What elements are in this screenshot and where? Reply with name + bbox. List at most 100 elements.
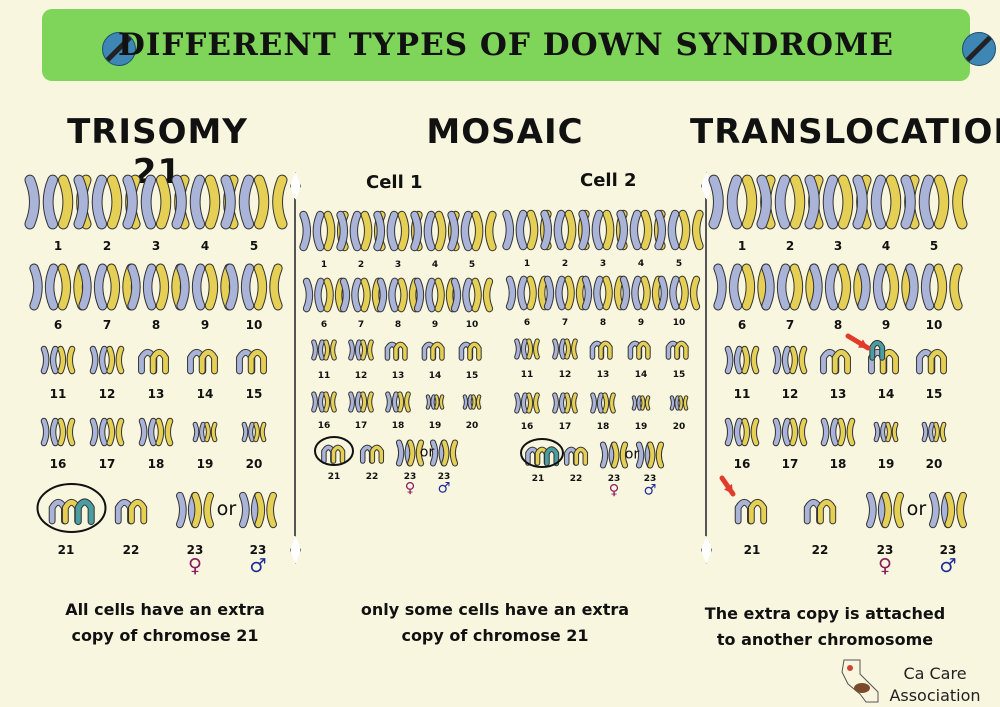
trisomy-number-13: 13 xyxy=(148,387,165,401)
translocation-number-15: 15 xyxy=(926,387,943,401)
trisomy-number-20: 20 xyxy=(246,457,263,471)
logo-line1: Ca Care xyxy=(903,664,967,683)
trisomy-chromosome-14 xyxy=(187,348,218,375)
mosaic-cell1-or-label: or xyxy=(420,445,435,461)
trisomy-or-label: or xyxy=(217,497,237,520)
mosaic-cell1-number-23-female: 23 xyxy=(404,472,417,482)
mosaic-cell1-number-6: 6 xyxy=(321,320,327,330)
trisomy-male-symbol: ♂ xyxy=(249,554,266,577)
mosaic-cell1-chromosome-16 xyxy=(311,391,337,413)
trisomy-chromosome-23-male xyxy=(239,491,277,529)
mosaic-cell1-number-9: 9 xyxy=(432,320,438,330)
translocation-chromosome-6 xyxy=(713,263,771,311)
trisomy-number-3: 3 xyxy=(152,239,160,253)
mosaic-cell1-chromosome-6 xyxy=(302,277,346,313)
mosaic-description: only some cells have an extra copy of ch… xyxy=(330,597,660,649)
translocation-chromosome-15 xyxy=(916,348,947,375)
trisomy-number-8: 8 xyxy=(152,318,160,332)
mosaic-cell1-number-2: 2 xyxy=(358,260,364,270)
mosaic-cell2-number-5: 5 xyxy=(676,259,682,269)
mosaic-cell2-chromosome-5 xyxy=(654,209,704,251)
mosaic-cell2-chromosome-11 xyxy=(514,338,540,360)
mosaic-cell1-number-12: 12 xyxy=(355,371,368,381)
translocation-number-8: 8 xyxy=(834,318,842,332)
mosaic-cell1-female-symbol: ♀ xyxy=(405,481,416,497)
translocation-description: The extra copy is attached to another ch… xyxy=(680,601,970,653)
trisomy-circle-21 xyxy=(36,483,107,533)
translocation-chromosome-14 xyxy=(868,339,899,375)
trisomy-number-17: 17 xyxy=(99,457,116,471)
mosaic-cell2-number-20: 20 xyxy=(673,422,686,432)
mosaic-title: MOSAIC xyxy=(426,112,584,152)
mosaic-cell1-number-18: 18 xyxy=(392,421,405,431)
mosaic-cell1-number-5: 5 xyxy=(469,260,475,270)
trisomy-chromosome-8 xyxy=(127,263,185,311)
logo-line2: Association xyxy=(889,686,981,705)
mosaic-cell2-chromosome-16 xyxy=(514,392,540,414)
mosaic-cell1-chromosome-23-male xyxy=(429,439,459,467)
mosaic-cell2-chromosome-7 xyxy=(543,275,587,311)
california-bear-icon xyxy=(841,659,879,703)
mosaic-cell2-number-22: 22 xyxy=(570,474,583,484)
translocation-desc-line1: The extra copy is attached xyxy=(704,604,946,623)
trisomy-chromosome-9 xyxy=(176,263,234,311)
trisomy-chromosome-15 xyxy=(236,348,267,375)
mosaic-cell2-chromosome-23-female xyxy=(599,441,629,469)
mosaic-cell2-chromosome-15 xyxy=(665,340,689,360)
mosaic-cell2-female-symbol: ♀ xyxy=(609,483,620,499)
mosaic-desc-line2: copy of chromose 21 xyxy=(401,626,589,645)
trisomy-number-4: 4 xyxy=(201,239,209,253)
trisomy-number-22: 22 xyxy=(123,543,140,557)
translocation-chromosome-22 xyxy=(803,498,837,525)
translocation-arrow-21 xyxy=(719,475,736,497)
mosaic-cell1-number-8: 8 xyxy=(395,320,401,330)
cell2-label: Cell 2 xyxy=(580,170,637,191)
trisomy-chromosome-10 xyxy=(225,263,283,311)
mosaic-cell2-chromosome-4 xyxy=(616,209,666,251)
mosaic-cell2-chromosome-12 xyxy=(552,338,578,360)
mosaic-cell2-number-16: 16 xyxy=(521,422,534,432)
translocation-number-23-male: 23 xyxy=(940,543,957,557)
trisomy-number-1: 1 xyxy=(54,239,62,253)
trisomy-chromosome-21 xyxy=(48,498,95,526)
trisomy-number-19: 19 xyxy=(197,457,214,471)
mosaic-cell2-chromosome-8 xyxy=(581,275,625,311)
mosaic-cell1-chromosome-20 xyxy=(462,394,482,410)
translocation-number-16: 16 xyxy=(734,457,751,471)
mosaic-cell1-chromosome-17 xyxy=(348,391,374,413)
mosaic-cell1-chromosome-14 xyxy=(421,341,445,361)
mosaic-cell1-number-3: 3 xyxy=(395,260,401,270)
divider-left xyxy=(289,172,301,564)
mosaic-cell2-number-12: 12 xyxy=(559,370,572,380)
mosaic-cell1-chromosome-12 xyxy=(348,339,374,361)
trisomy-number-11: 11 xyxy=(50,387,67,401)
trisomy-chromosome-6 xyxy=(29,263,87,311)
cell1-label: Cell 1 xyxy=(366,172,423,193)
mosaic-cell1-number-1: 1 xyxy=(321,260,327,270)
mosaic-cell1-chromosome-8 xyxy=(376,277,420,313)
trisomy-number-6: 6 xyxy=(54,318,62,332)
mosaic-cell2-number-13: 13 xyxy=(597,370,610,380)
trisomy-chromosome-16 xyxy=(40,417,76,447)
trisomy-chromosome-13 xyxy=(138,348,169,375)
mosaic-cell2-chromosome-22 xyxy=(563,446,589,466)
mosaic-cell2-number-15: 15 xyxy=(673,370,686,380)
mosaic-cell1-chromosome-11 xyxy=(311,339,337,361)
mosaic-cell2-number-2: 2 xyxy=(562,259,568,269)
translocation-chromosome-16 xyxy=(724,417,760,447)
trisomy-chromosome-18 xyxy=(138,417,174,447)
mosaic-cell2-chromosome-21 xyxy=(525,446,560,467)
trisomy-number-7: 7 xyxy=(103,318,111,332)
logo-text: Ca Care Association xyxy=(880,663,990,707)
pill-icon-right xyxy=(962,32,996,66)
mosaic-cell1-number-7: 7 xyxy=(358,320,364,330)
mosaic-cell2-chromosome-3 xyxy=(578,209,628,251)
mosaic-cell1-number-21: 21 xyxy=(328,472,341,482)
translocation-chromosome-5 xyxy=(900,174,968,230)
trisomy-number-12: 12 xyxy=(99,387,116,401)
mosaic-cell1-chromosome-21 xyxy=(321,444,346,464)
translocation-number-23-female: 23 xyxy=(877,543,894,557)
trisomy-chromosome-17 xyxy=(89,417,125,447)
mosaic-cell2-chromosome-1 xyxy=(502,209,552,251)
trisomy-number-10: 10 xyxy=(246,318,263,332)
